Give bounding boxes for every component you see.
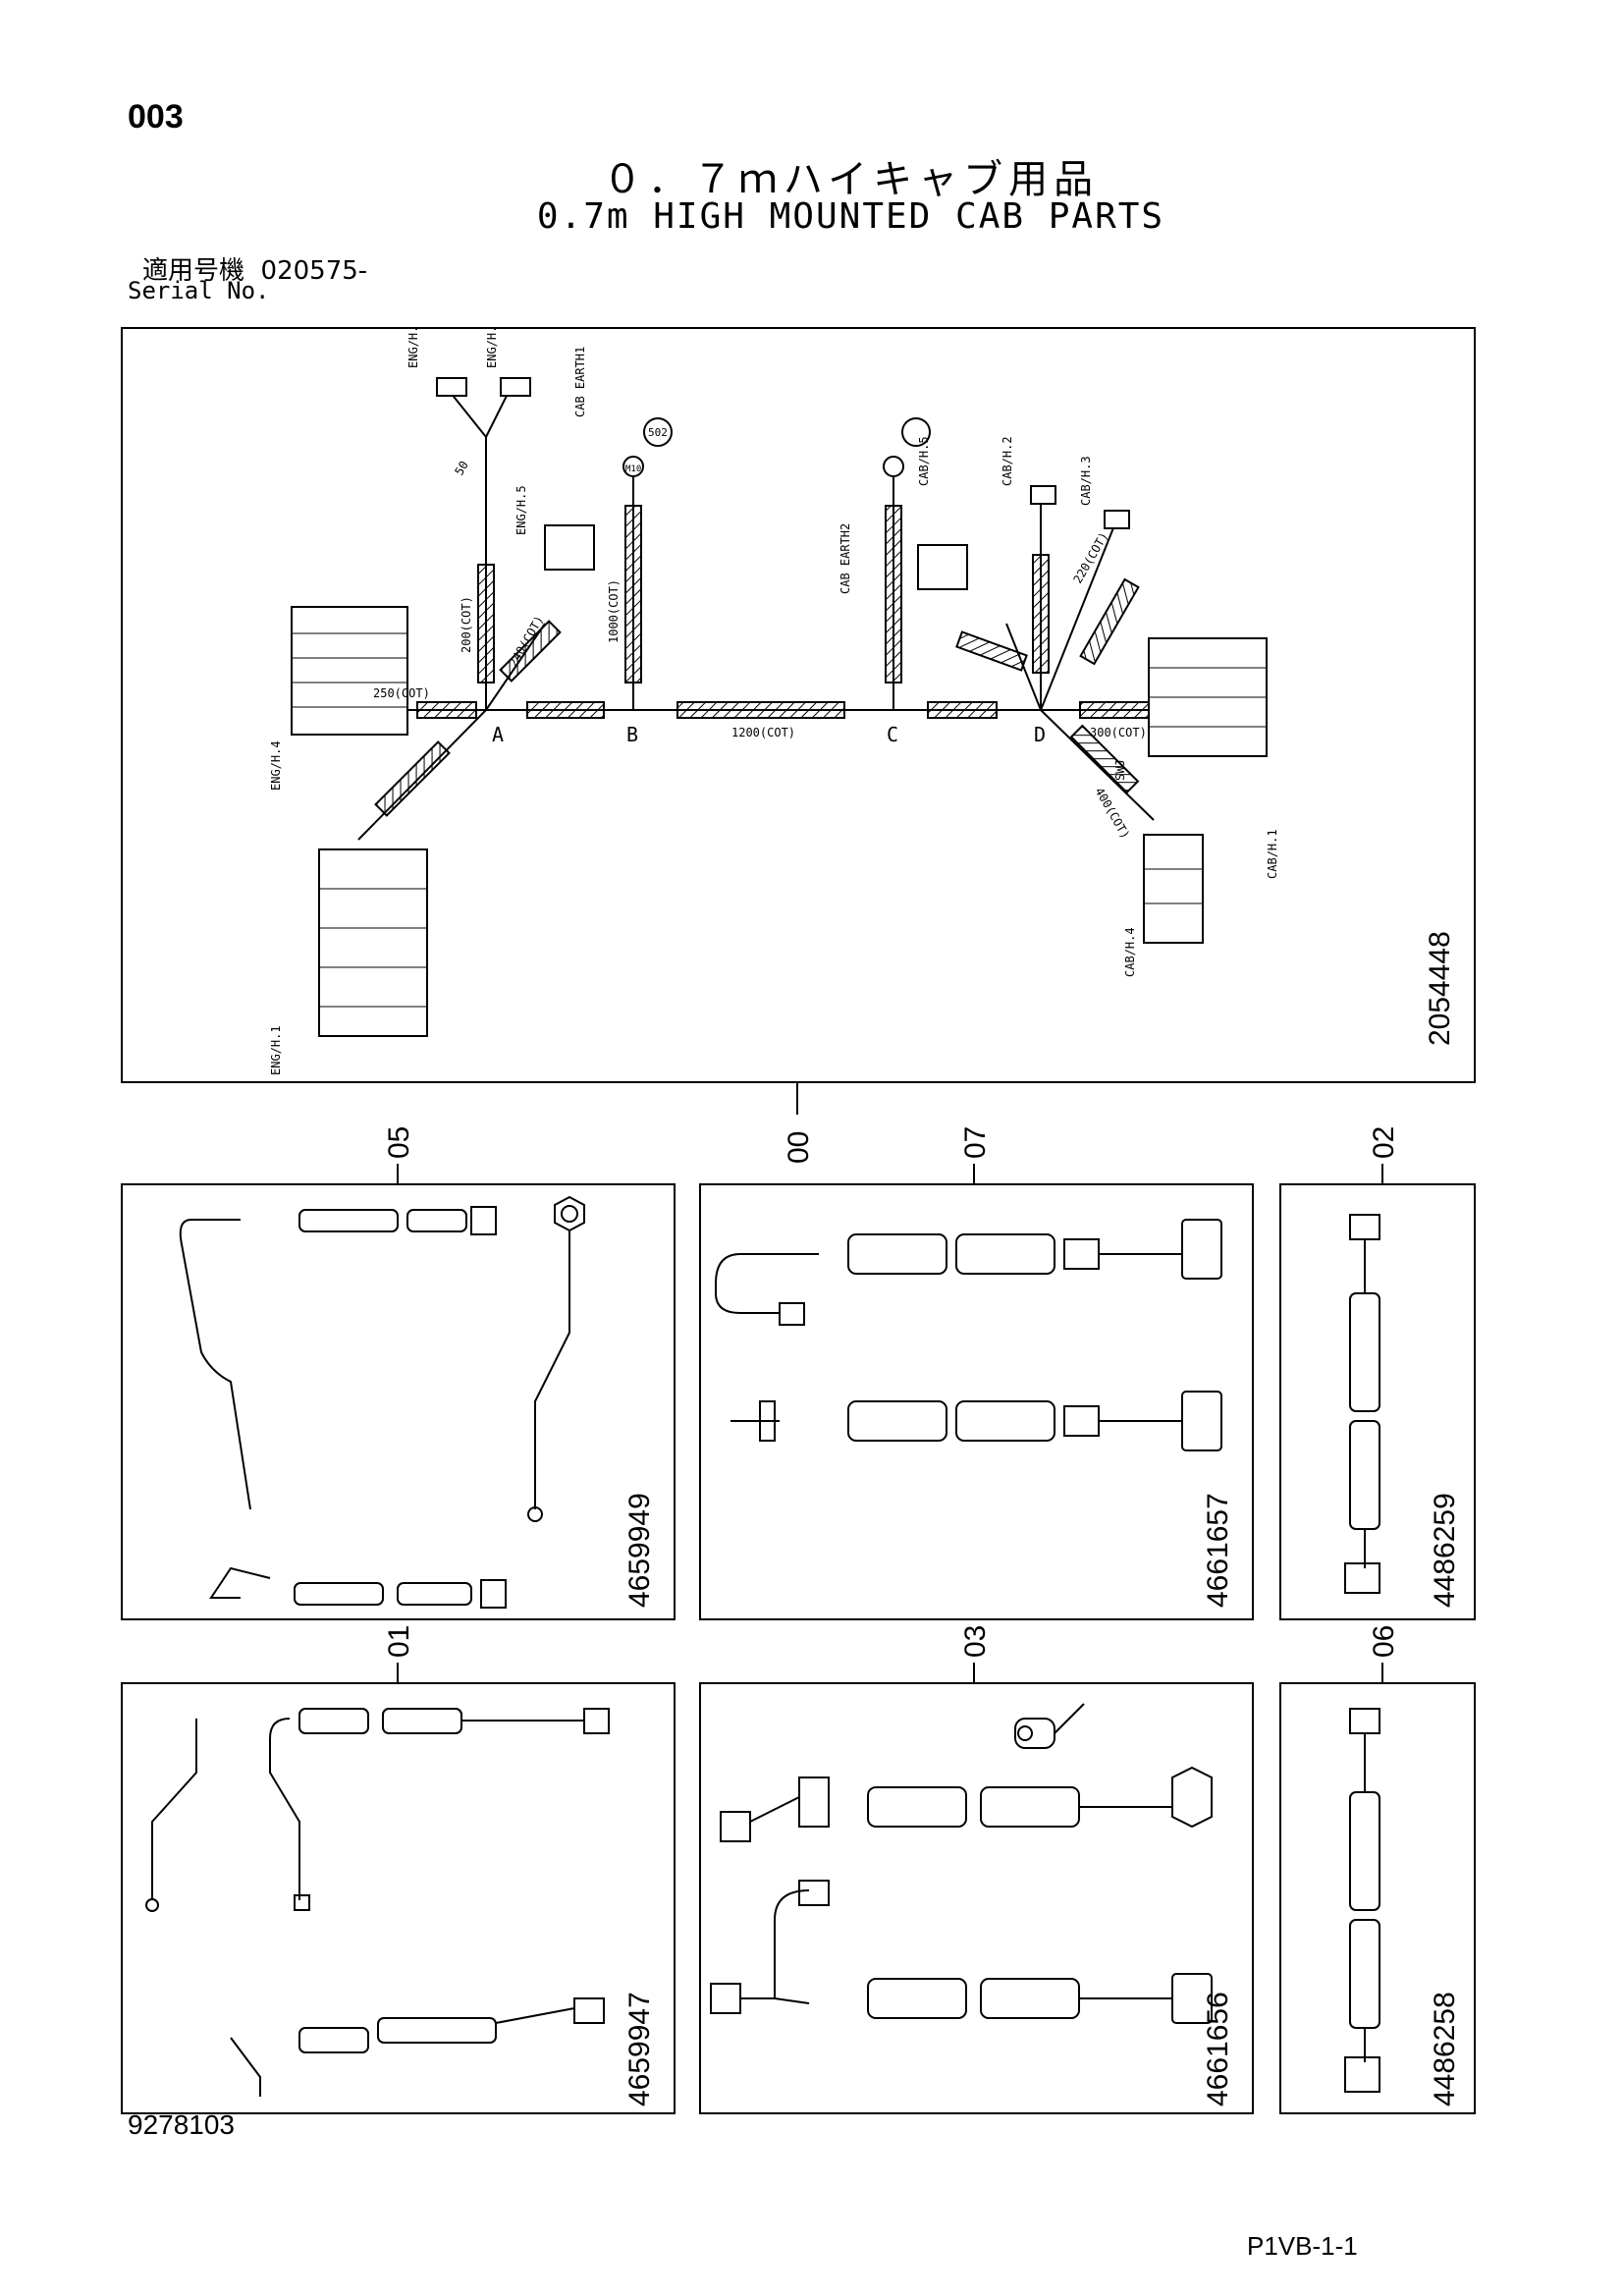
connector-eng-h2: [436, 377, 467, 397]
label-cab-h5: CAB/H.5: [917, 436, 931, 486]
hose-panel-02: 4486259: [1279, 1183, 1476, 1620]
hose-callout-05: 05: [383, 1125, 415, 1159]
earth2-terminal: [883, 456, 904, 477]
sleeve-1000-b: [624, 505, 642, 683]
hose-drawing-05: [179, 1195, 585, 1609]
sleeve-250-left: [416, 701, 477, 719]
harness-diagram: A B C D ENG/H.2 ENG/H.3 CAB EARTH1 ENG/H…: [269, 329, 1279, 1075]
hose-panel-01: 4659947: [121, 1682, 676, 2114]
hose-part-number-03: 4661656: [1202, 1992, 1234, 2106]
connector-cab-h5: [917, 544, 968, 590]
sleeve-200-b: [374, 740, 451, 817]
hose-drawing-01: [145, 1708, 610, 2097]
drawing-number: 9278103: [128, 2109, 236, 2140]
label-cab-earth2: CAB EARTH2: [839, 523, 852, 594]
hose-panel-06: 4486258: [1279, 1682, 1476, 2114]
label-eng-h2: ENG/H.2: [406, 329, 420, 368]
label-cab-h1: CAB/H.1: [1266, 829, 1279, 879]
hose-panel-07: 4661657: [699, 1183, 1254, 1620]
sleeve-200: [477, 564, 495, 683]
hose-drawing-03: [710, 1703, 1213, 2024]
sleeve-100-d: [955, 630, 1028, 672]
serial-value: 020575-: [260, 256, 368, 286]
connector-eng-h1: [318, 848, 428, 1037]
serial-label-jp: 適用号機: [142, 256, 245, 286]
label-cab-h2: CAB/H.2: [1001, 436, 1014, 486]
terminal-label-502: 502: [648, 426, 668, 439]
sleeve-220: [1079, 577, 1140, 666]
hose-callout-06: 06: [1368, 1624, 1400, 1658]
page-code: P1VB-1-1: [1247, 2231, 1358, 2261]
hose-part-number-07: 4661657: [1202, 1493, 1234, 1608]
label-cab-h4: CAB/H.4: [1123, 927, 1137, 977]
segment-label-200: 200(COT): [460, 596, 473, 653]
hose-callout-01: 01: [383, 1624, 415, 1658]
harness-panel: A B C D ENG/H.2 ENG/H.3 CAB EARTH1 ENG/H…: [121, 327, 1476, 1083]
connector-eng-h5: [544, 524, 595, 571]
hose-drawing-06: [1344, 1708, 1380, 2093]
sleeve-240: [499, 620, 562, 683]
hose-drawing-07: [715, 1219, 1222, 1451]
connector-eng-h3: [500, 377, 531, 397]
hose-panel-03: 4661656: [699, 1682, 1254, 2114]
label-eng-h5: ENG/H.5: [514, 485, 528, 535]
page-title-en: 0.7m HIGH MOUNTED CAB PARTS: [536, 196, 1165, 237]
sleeve-300-d: [1032, 554, 1050, 674]
label-swj: SWJ: [1113, 759, 1127, 781]
segment-label-250: 250(COT): [373, 686, 430, 700]
label-eng-h3: ENG/H.3: [485, 329, 499, 368]
hose-drawing-02: [1344, 1214, 1380, 1594]
label-eng-h1: ENG/H.1: [269, 1025, 283, 1075]
connector-eng-h4: [291, 606, 408, 736]
hose-part-number-05: 4659949: [623, 1493, 656, 1608]
hose-callout-02: 02: [1368, 1125, 1400, 1159]
earth1-tag: [643, 417, 673, 447]
serial-line-jp: 適用号機 020575-: [142, 250, 367, 287]
serial-label-en: Serial No.: [128, 277, 270, 304]
label-eng-h4: ENG/H.4: [269, 740, 283, 791]
page-title-jp: ０．７ｍハイキャブ用品: [602, 157, 1100, 202]
hose-callout-03: 03: [959, 1624, 992, 1658]
label-cab-h3: CAB/H.3: [1079, 456, 1093, 506]
junction-label-c: C: [887, 723, 898, 746]
sleeve-250-a: [526, 701, 605, 719]
segment-label-300: 300(COT): [1090, 726, 1147, 739]
hose-part-number-02: 4486259: [1429, 1493, 1461, 1608]
sleeve-1000-c: [885, 505, 902, 683]
page-number: 003: [128, 98, 184, 136]
segment-label-1000: 1000(COT): [607, 579, 621, 643]
segment-label-50: 50: [452, 459, 470, 478]
sleeve-250-c: [927, 701, 998, 719]
junction-label-b: B: [626, 723, 638, 746]
terminal-label-m10: M10: [625, 465, 641, 474]
earth1-terminal: [622, 456, 644, 477]
connector-cab-h3: [1104, 510, 1130, 529]
sleeve-400: [1069, 724, 1140, 794]
connector-cab-h4: [1143, 834, 1204, 944]
earth2-tag: [901, 417, 931, 447]
hose-callout-07: 07: [959, 1125, 992, 1159]
hose-part-number-01: 4659947: [623, 1992, 656, 2106]
junction-label-d: D: [1034, 723, 1046, 746]
segment-label-1200: 1200(COT): [731, 726, 795, 739]
connector-cab-h2: [1030, 485, 1056, 505]
sleeve-1200: [676, 701, 845, 719]
hose-part-number-06: 4486258: [1429, 1992, 1461, 2106]
label-cab-earth1: CAB EARTH1: [573, 347, 587, 417]
hose-panel-05: 4659949: [121, 1183, 676, 1620]
junction-label-a: A: [492, 723, 504, 746]
